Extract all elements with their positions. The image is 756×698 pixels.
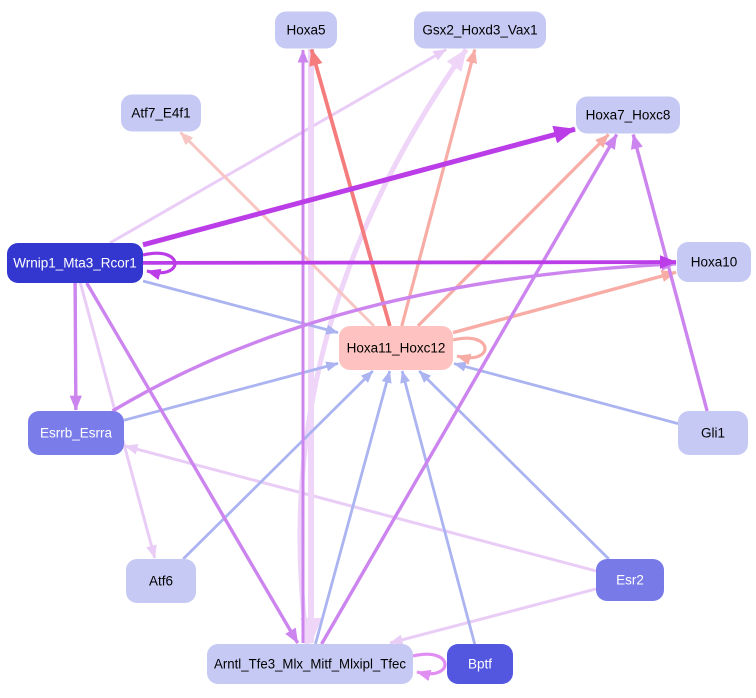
edge-Atf6-to-Hoxa11_Hoxc12 bbox=[182, 370, 374, 560]
edge-Gli1-to-Hoxa7_Hoxc8 bbox=[630, 133, 709, 412]
node-shape[interactable] bbox=[275, 11, 337, 49]
edge-Hoxa11_Hoxc12-to-Hoxa7_Hoxc8 bbox=[416, 133, 610, 328]
self-loop-Hoxa11_Hoxc12 bbox=[452, 336, 487, 365]
edge-Hoxa11_Hoxc12-to-Hoxa10 bbox=[452, 270, 677, 335]
edge-Wrnip1_Mta3_Rcor1-to-Hoxa7_Hoxc8 bbox=[142, 125, 576, 248]
node-Esrrb_Esrra[interactable]: Esrrb_Esrra bbox=[28, 411, 124, 455]
node-Hoxa7_Hoxc8[interactable]: Hoxa7_Hoxc8 bbox=[576, 96, 680, 134]
edge-Esr2-to-Esrrb_Esrra bbox=[124, 444, 597, 573]
self-loop-Wrnip1_Mta3_Rcor1 bbox=[142, 251, 177, 280]
node-label: Gsx2_Hoxd3_Vax1 bbox=[422, 23, 537, 38]
self-loop-Arntl_Tfe3_Mlx_Mitf_Mlxipl_Tfec bbox=[412, 652, 447, 681]
node-Arntl_Tfe3_Mlx_Mitf_Mlxipl_Tfec[interactable]: Arntl_Tfe3_Mlx_Mitf_Mlxipl_Tfec bbox=[207, 644, 413, 684]
node-Hoxa5[interactable]: Hoxa5 bbox=[275, 11, 337, 49]
node-Hoxa10[interactable]: Hoxa10 bbox=[677, 242, 751, 282]
edge-Wrnip1_Mta3_Rcor1-to-Esrrb_Esrra bbox=[69, 282, 82, 411]
edge-Esr2-to-Arntl_Tfe3_Mlx_Mitf_Mlxipl_Tfec bbox=[389, 587, 597, 646]
edge-Wrnip1_Mta3_Rcor1-to-Gsx2_Hoxd3_Vax1 bbox=[109, 48, 447, 245]
node-Esr2[interactable]: Esr2 bbox=[596, 559, 664, 601]
node-label: Gli1 bbox=[701, 426, 725, 441]
node-Wrnip1_Mta3_Rcor1[interactable]: Wrnip1_Mta3_Rcor1 bbox=[7, 243, 143, 283]
node-Gsx2_Hoxd3_Vax1[interactable]: Gsx2_Hoxd3_Vax1 bbox=[414, 11, 546, 49]
node-label: Esr2 bbox=[616, 573, 644, 588]
node-Atf7_E4f1[interactable]: Atf7_E4f1 bbox=[121, 94, 201, 132]
node-shape[interactable] bbox=[576, 96, 680, 134]
node-label: Atf6 bbox=[149, 574, 173, 589]
node-label: Hoxa5 bbox=[286, 23, 325, 38]
node-shape[interactable] bbox=[339, 326, 453, 370]
edge-Esrrb_Esrra-to-Hoxa10 bbox=[111, 258, 677, 413]
node-shape[interactable] bbox=[126, 559, 196, 603]
edge-Arntl_Tfe3_Mlx_Mitf_Mlxipl_Tfec-to-Hoxa7_Hoxc8 bbox=[320, 133, 619, 645]
node-shape[interactable] bbox=[414, 11, 546, 49]
node-shape[interactable] bbox=[7, 243, 143, 283]
node-label: Bptf bbox=[468, 657, 492, 672]
node-label: Hoxa11_Hoxc12 bbox=[347, 341, 446, 356]
edge-Wrnip1_Mta3_Rcor1-to-Arntl_Tfe3_Mlx_Mitf_Mlxipl_Tfec bbox=[85, 282, 300, 644]
node-shape[interactable] bbox=[207, 644, 413, 684]
edge-Hoxa11_Hoxc12-to-Gsx2_Hoxd3_Vax1 bbox=[400, 48, 477, 327]
node-label: Esrrb_Esrra bbox=[40, 426, 113, 441]
edge-Arntl_Tfe3_Mlx_Mitf_Mlxipl_Tfec-to-Gsx2_Hoxd3_Vax1 bbox=[297, 48, 469, 645]
node-label: Hoxa7_Hoxc8 bbox=[586, 108, 671, 123]
edge-Gli1-to-Hoxa11_Hoxc12 bbox=[453, 361, 679, 425]
node-shape[interactable] bbox=[28, 411, 124, 455]
node-shape[interactable] bbox=[121, 94, 201, 132]
edge-Wrnip1_Mta3_Rcor1-to-Hoxa10 bbox=[142, 255, 677, 269]
node-label: Hoxa10 bbox=[691, 255, 738, 270]
node-shape[interactable] bbox=[596, 559, 664, 601]
edge-Hoxa11_Hoxc12-to-Atf7_E4f1 bbox=[179, 131, 376, 328]
node-shape[interactable] bbox=[447, 644, 513, 684]
node-label: Arntl_Tfe3_Mlx_Mitf_Mlxipl_Tfec bbox=[214, 657, 406, 672]
node-Hoxa11_Hoxc12[interactable]: Hoxa11_Hoxc12 bbox=[339, 326, 453, 370]
node-Gli1[interactable]: Gli1 bbox=[678, 411, 748, 455]
node-shape[interactable] bbox=[678, 411, 748, 455]
edge-Esrrb_Esrra-to-Hoxa11_Hoxc12 bbox=[123, 361, 339, 422]
node-Atf6[interactable]: Atf6 bbox=[126, 559, 196, 603]
node-shape[interactable] bbox=[677, 242, 751, 282]
node-label: Atf7_E4f1 bbox=[131, 106, 190, 121]
node-label: Wrnip1_Mta3_Rcor1 bbox=[13, 256, 137, 271]
edge-Esr2-to-Hoxa11_Hoxc12 bbox=[418, 370, 610, 560]
node-Bptf[interactable]: Bptf bbox=[447, 644, 513, 684]
edge-Bptf-to-Hoxa11_Hoxc12 bbox=[400, 370, 477, 645]
edge-Arntl_Tfe3_Mlx_Mitf_Mlxipl_Tfec-to-Hoxa11_Hoxc12 bbox=[314, 370, 392, 645]
